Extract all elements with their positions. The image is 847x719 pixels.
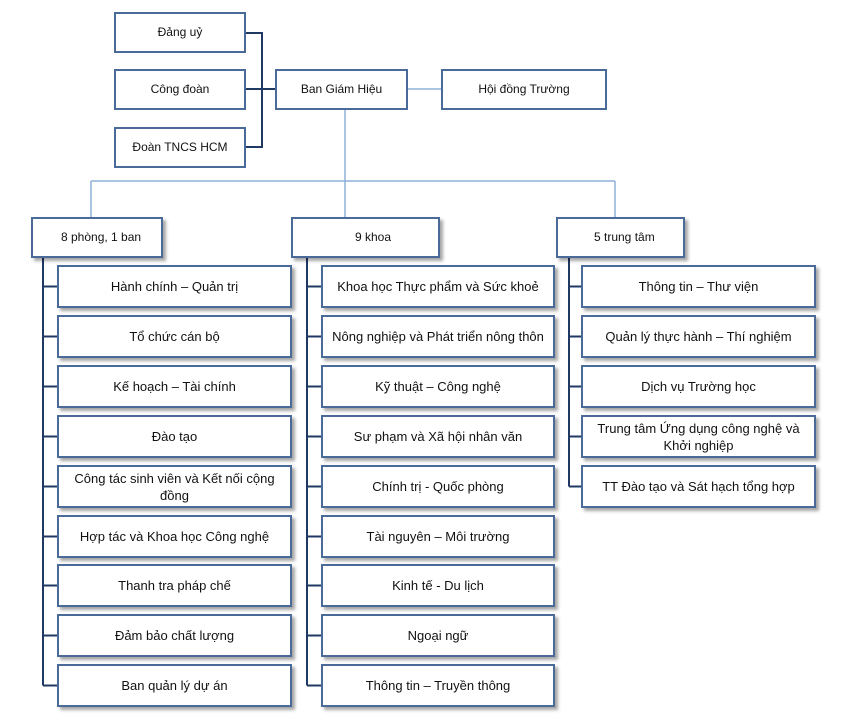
department-box: Hành chính – Quản trị — [57, 265, 292, 308]
department-label: Hành chính – Quản trị — [110, 279, 239, 294]
party-committee-label: Đảng uỷ — [157, 25, 203, 39]
trade-union-label: Công đoàn — [150, 82, 210, 96]
department-label: Đào tạo — [151, 429, 198, 444]
faculty-box: Thông tin – Truyền thông — [321, 664, 555, 707]
center-box: Quản lý thực hành – Thí nghiệm — [581, 315, 816, 358]
center-label: Quản lý thực hành – Thí nghiệm — [605, 329, 792, 344]
faculty-box: Khoa học Thực phẩm và Sức khoẻ — [321, 265, 555, 308]
faculty-box: Kỹ thuật – Công nghệ — [321, 365, 555, 408]
department-box: Hợp tác và Khoa học Công nghệ — [57, 515, 292, 558]
centers-header-box: 5 trung tâm — [556, 217, 685, 258]
center-label: Trung tâm Ứng dụng công nghệ và Khởi ngh… — [597, 420, 800, 453]
center-label: Thông tin – Thư viện — [638, 279, 759, 294]
department-label: Công tác sinh viên và Kết nối cộng đồng — [74, 470, 275, 503]
faculty-label: Sư phạm và Xã hội nhân văn — [353, 429, 523, 444]
department-label: Ban quản lý dự án — [121, 678, 228, 693]
department-box: Công tác sinh viên và Kết nối cộng đồng — [57, 465, 292, 508]
faculty-label: Chính trị - Quốc phòng — [372, 479, 504, 494]
departments-header-label: 8 phòng, 1 ban — [61, 230, 142, 244]
faculty-label: Khoa học Thực phẩm và Sức khoẻ — [337, 279, 539, 294]
faculty-box: Tài nguyên – Môi trường — [321, 515, 555, 558]
school-council-box: Hội đồng Trường — [441, 69, 607, 110]
faculty-label: Tài nguyên – Môi trường — [366, 529, 510, 544]
department-box: Tổ chức cán bộ — [57, 315, 292, 358]
board-of-directors-box: Ban Giám Hiệu — [275, 69, 408, 110]
faculty-box: Kinh tế - Du lịch — [321, 564, 555, 607]
center-label: Dịch vụ Trường học — [641, 379, 756, 394]
department-label: Đảm bảo chất lượng — [114, 628, 235, 643]
faculty-box: Sư phạm và Xã hội nhân văn — [321, 415, 555, 458]
faculties-header-box: 9 khoa — [291, 217, 440, 258]
department-box: Ban quản lý dự án — [57, 664, 292, 707]
faculty-label: Nông nghiệp và Phát triển nông thôn — [332, 329, 544, 344]
department-box: Đào tạo — [57, 415, 292, 458]
board-of-directors-label: Ban Giám Hiệu — [300, 82, 383, 96]
faculties-header-label: 9 khoa — [355, 230, 392, 244]
department-label: Tổ chức cán bộ — [129, 329, 220, 344]
faculty-label: Kinh tế - Du lịch — [392, 578, 484, 593]
department-box: Đảm bảo chất lượng — [57, 614, 292, 657]
centers-header-label: 5 trung tâm — [594, 230, 655, 244]
faculty-box: Ngoại ngữ — [321, 614, 555, 657]
school-council-label: Hội đồng Trường — [478, 82, 570, 96]
party-committee-box: Đảng uỷ — [114, 12, 246, 53]
youth-union-box: Đoàn TNCS HCM — [114, 127, 246, 168]
center-box: Dịch vụ Trường học — [581, 365, 816, 408]
faculty-label: Ngoại ngữ — [407, 628, 469, 643]
department-box: Thanh tra pháp chế — [57, 564, 292, 607]
department-label: Hợp tác và Khoa học Công nghệ — [79, 529, 270, 544]
center-label: TT Đào tạo và Sát hạch tổng hợp — [602, 479, 795, 494]
youth-union-label: Đoàn TNCS HCM — [132, 140, 228, 154]
faculty-label: Thông tin – Truyền thông — [365, 678, 511, 693]
center-box: Thông tin – Thư viện — [581, 265, 816, 308]
center-box: TT Đào tạo và Sát hạch tổng hợp — [581, 465, 816, 508]
department-box: Kế hoạch – Tài chính — [57, 365, 292, 408]
faculty-label: Kỹ thuật – Công nghệ — [375, 379, 501, 394]
departments-header-box: 8 phòng, 1 ban — [31, 217, 163, 258]
faculty-box: Chính trị - Quốc phòng — [321, 465, 555, 508]
center-box: Trung tâm Ứng dụng công nghệ và Khởi ngh… — [581, 415, 816, 458]
department-label: Kế hoạch – Tài chính — [113, 379, 236, 394]
faculty-box: Nông nghiệp và Phát triển nông thôn — [321, 315, 555, 358]
department-label: Thanh tra pháp chế — [118, 578, 231, 593]
trade-union-box: Công đoàn — [114, 69, 246, 110]
